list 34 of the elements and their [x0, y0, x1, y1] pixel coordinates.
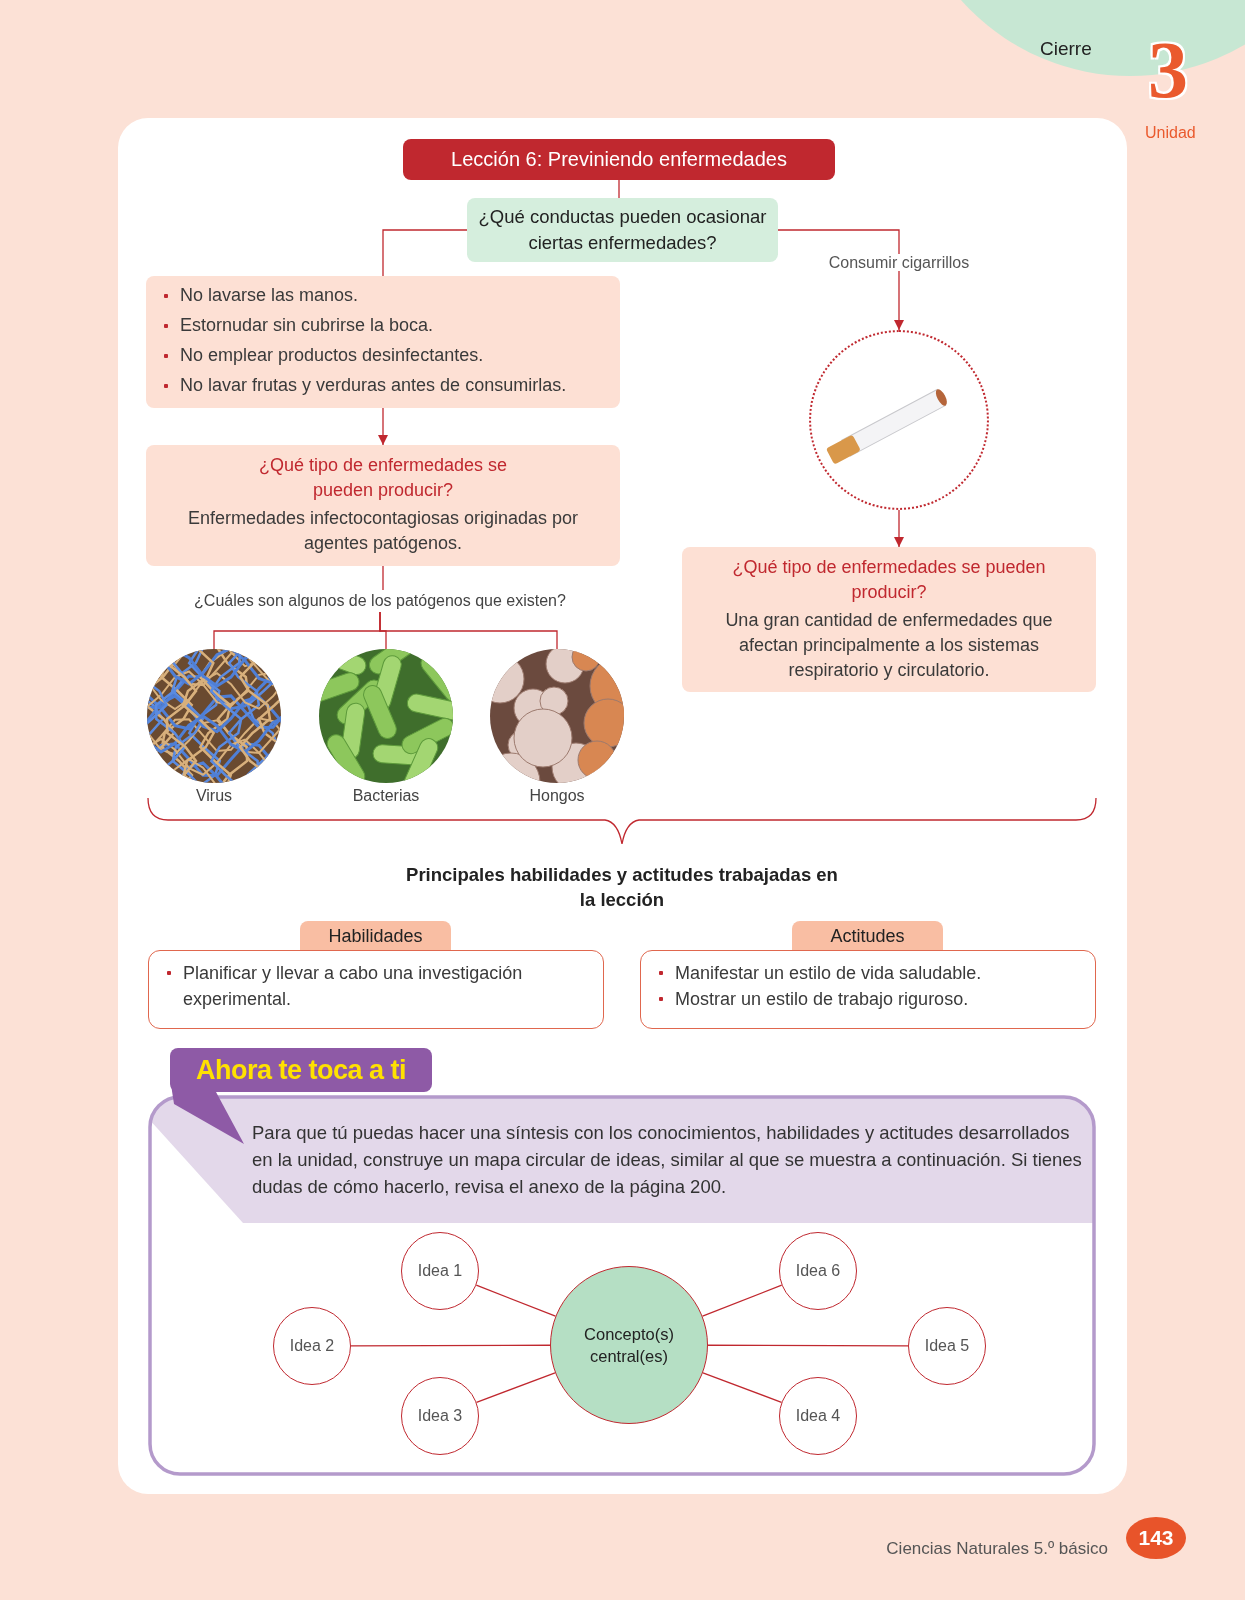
question-heading: ¿Qué tipo de enfermedades se pueden producir? [731, 556, 1047, 604]
connector-line [701, 1284, 783, 1317]
section-tab: Habilidades [300, 921, 451, 951]
answer-text: Una gran cantidad de enfermedades que afectan principalmente a los sistemas respiratorio y circulatorio. [724, 609, 1054, 682]
arrow [777, 229, 904, 331]
connector-line [350, 1344, 551, 1347]
connector-line [382, 229, 468, 277]
arrow [378, 407, 388, 446]
connector-line [707, 1344, 909, 1347]
section-tab: Actitudes [792, 921, 943, 951]
answer-text: Enfermedades infectocontagiosas originadas por agentes patógenos. [186, 507, 580, 555]
connector-line [382, 565, 384, 591]
question-heading: ¿Qué tipo de enfermedades se pueden producir? [257, 454, 509, 502]
unit-label: Unidad [1145, 124, 1197, 142]
picture-caption: Virus [194, 787, 234, 805]
section-heading: Principales habilidades y actitudes trabajadas en la lección [405, 863, 839, 912]
unit-number: 3 [1148, 30, 1189, 110]
question-box: ¿Qué conductas pueden ocasionar ciertas enfermedades? [467, 198, 778, 262]
connector-line [475, 1372, 556, 1403]
answer-card [682, 547, 1096, 692]
instruction-paragraph: Para que tú puedas hacer una síntesis con los conocimientos, habilidades y actitudes desarrollados en la unidad, construye un mapa circular de ideas, similar al que se muestra a continuación. Si tienes dudas de cómo hacerlo, revisa el anexo de la página 200. [252, 1121, 1082, 1199]
picture-caption: Hongos [528, 787, 586, 805]
question-text: ¿Cuáles son algunos de los patógenos que existen? [170, 590, 590, 612]
footer-text: Ciencias Naturales 5.º básico [885, 1539, 1108, 1559]
connector-line [475, 1284, 557, 1317]
answer-card [146, 445, 620, 566]
arrow [894, 509, 904, 548]
page-number: 143 [1126, 1517, 1186, 1559]
title-banner: Lección 6: Previniendo enfermedades [403, 139, 835, 180]
connector-line [618, 179, 620, 199]
list-card [146, 276, 620, 408]
connector-line [702, 1372, 783, 1403]
picture-caption: Bacterias [351, 787, 421, 805]
section-label: Cierre [1040, 38, 1093, 60]
